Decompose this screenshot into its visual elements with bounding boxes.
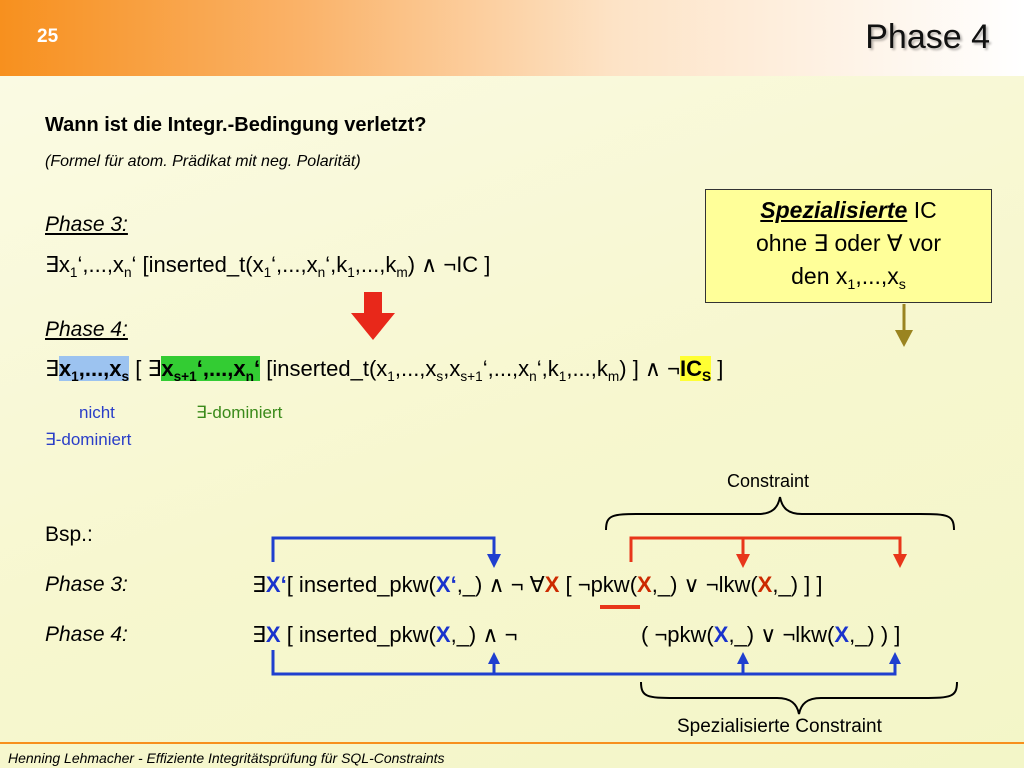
slide-title: Phase 4: [865, 18, 990, 56]
specialized-ic-callout: Spezialisierte IC ohne ∃ oder ∀ vor den …: [705, 189, 992, 303]
blue-link-top: [271, 536, 501, 568]
footer-divider: [0, 742, 1024, 744]
example-phase3-formula: ∃X‘[ inserted_pkw(X‘,_) ∧ ¬ ∀X [ ¬pkw(X,…: [252, 572, 823, 597]
slide-number: 25: [37, 26, 59, 47]
dominated-vars-highlight: xs+1‘,...,xn‘: [161, 356, 261, 384]
example-phase4-label: Phase 4:: [45, 623, 128, 646]
red-down-arrow-icon: [351, 292, 395, 340]
phase3-formula: ∃x1‘,...,xn‘ [inserted_t(x1‘,...,xn‘,k1,…: [45, 252, 491, 280]
label-exists-dominated-green: ∃-dominiert: [196, 403, 283, 422]
label-exists-dominated-blue: ∃-dominiert: [45, 430, 132, 449]
phase3-label: Phase 3:: [45, 213, 128, 236]
callout-line1: Spezialisierte IC: [760, 197, 937, 223]
example-phase3-label: Phase 3:: [45, 573, 128, 596]
specialized-ic-highlight: ICS: [679, 356, 712, 384]
callout-line3: den x1,...,xs: [791, 263, 906, 293]
example-phase4-formula-right: ( ¬pkw(X,_) ∨ ¬lkw(X,_) ) ]: [641, 622, 901, 647]
example-phase4-formula-left: ∃X [ inserted_pkw(X,_) ∧ ¬: [252, 622, 518, 647]
specialized-constraint-brace: [640, 681, 958, 715]
blue-link-bottom: [271, 650, 901, 676]
non-dominated-vars-highlight: x1,...,xs: [58, 356, 130, 384]
callout-line2: ohne ∃ oder ∀ vor: [756, 230, 941, 256]
question-heading: Wann ist die Integr.-Bedingung verletzt?: [45, 114, 427, 136]
example-label: Bsp.:: [45, 523, 93, 546]
label-not: nicht: [79, 403, 115, 422]
specialized-constraint-label: Spezialisierte Constraint: [677, 716, 882, 737]
phase4-label: Phase 4:: [45, 318, 128, 341]
phase4-formula: ∃x1,...,xs [ ∃xs+1‘,...,xn‘ [inserted_t(…: [45, 356, 724, 384]
question-note: (Formel für atom. Prädikat mit neg. Pola…: [45, 153, 361, 170]
header-bar: 25 Phase 4: [0, 0, 1024, 76]
constraint-brace: [605, 496, 955, 531]
red-link-top: [629, 536, 907, 568]
constraint-label: Constraint: [727, 471, 810, 491]
olive-down-arrow-icon: [895, 304, 913, 347]
footer-text: Henning Lehmacher - Effiziente Integritä…: [8, 750, 445, 766]
